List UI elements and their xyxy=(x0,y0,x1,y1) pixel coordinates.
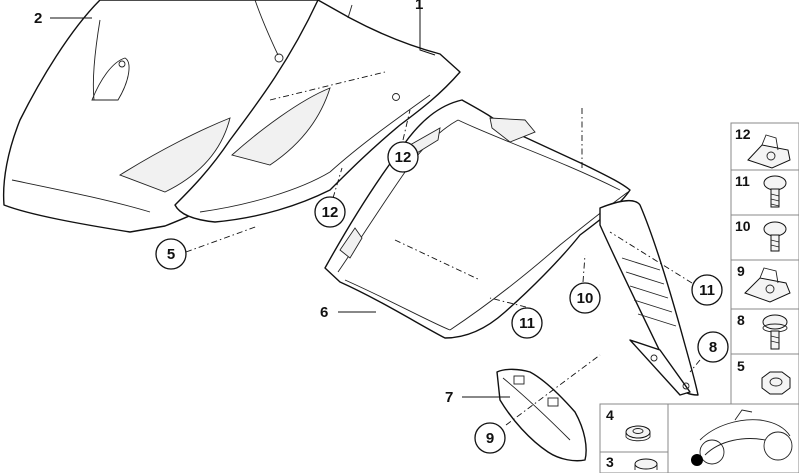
callout-5-text: 5 xyxy=(167,246,175,263)
screw-icon xyxy=(763,175,787,208)
screw-icon xyxy=(763,221,787,252)
label-part-1: 1 xyxy=(415,0,423,13)
part-7-cover-plate xyxy=(496,368,587,462)
callout-8: 8 xyxy=(697,331,729,363)
parts-list-4: 4 xyxy=(606,407,614,423)
parts-list-3: 3 xyxy=(606,454,614,470)
callout-5: 5 xyxy=(155,238,187,270)
parts-list-12: 12 xyxy=(735,126,751,142)
parts-list-9: 9 xyxy=(737,263,745,279)
callout-11-right-text: 11 xyxy=(699,282,715,299)
label-part-2: 2 xyxy=(34,10,42,27)
u-clip-nut-icon xyxy=(747,134,791,169)
motorcycle-location-icon xyxy=(691,409,793,466)
label-part-7: 7 xyxy=(445,389,453,406)
callout-9-text: 9 xyxy=(486,430,494,447)
callout-10-text: 10 xyxy=(577,290,594,307)
callout-12-lower: 12 xyxy=(314,196,346,228)
parts-list-5: 5 xyxy=(737,358,745,374)
screw-icon xyxy=(762,314,788,350)
callout-12-upper-text: 12 xyxy=(395,149,412,166)
part-1-side-panel xyxy=(174,0,461,223)
washer-icon xyxy=(625,425,651,442)
callout-12-upper: 12 xyxy=(387,141,419,173)
callout-8-text: 8 xyxy=(709,339,717,356)
parts-list-column: 12 11 10 9 8 xyxy=(599,122,799,473)
parts-list-11: 11 xyxy=(735,173,750,189)
hex-nut-icon xyxy=(761,371,791,395)
parts-list-8: 8 xyxy=(737,312,745,328)
parts-list-10: 10 xyxy=(735,218,751,234)
callout-11-center: 11 xyxy=(511,307,543,339)
part-fender-strip xyxy=(599,200,699,396)
callout-12-lower-text: 12 xyxy=(322,204,339,221)
label-part-6: 6 xyxy=(320,304,328,321)
u-clip-nut-icon xyxy=(744,267,791,303)
callout-11-center-text: 11 xyxy=(519,315,535,332)
callout-10: 10 xyxy=(569,282,601,314)
washer-icon xyxy=(634,458,658,470)
callout-11-right: 11 xyxy=(691,274,723,306)
callout-9: 9 xyxy=(474,422,506,454)
leader-lines xyxy=(50,5,701,426)
